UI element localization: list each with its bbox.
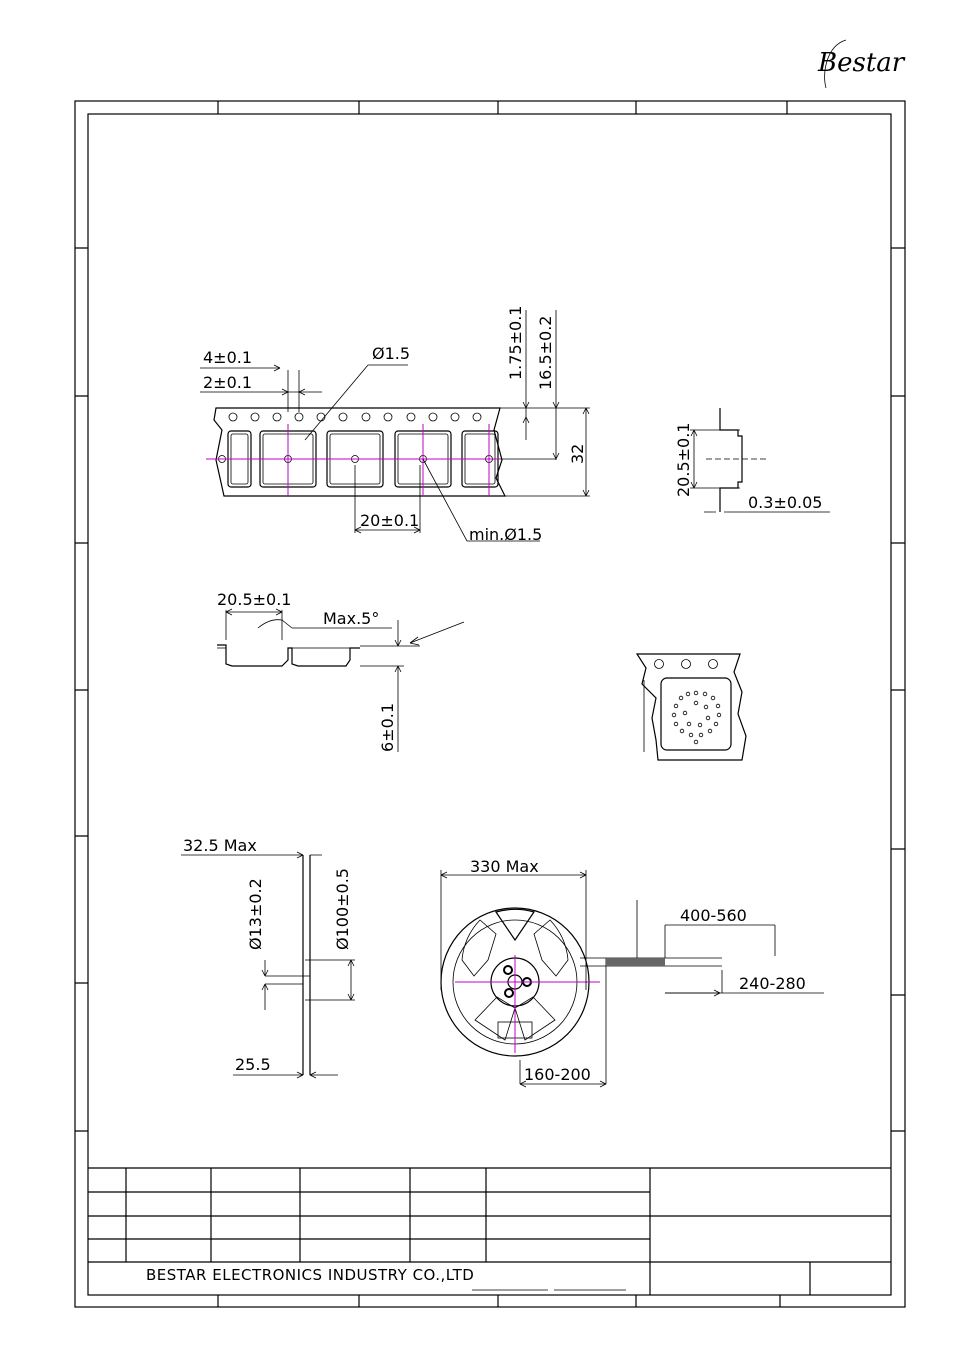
dim-half2: 2±0.1 [203,373,252,392]
title-block: BESTAR ELECTRONICS INDUSTRY CO.,LTD [88,1168,891,1295]
dim-width: 32 [568,444,587,464]
tape-section-view: 20.5±0.1 Max.5° 6±0.1 [217,590,464,752]
dim-empty: 160-200 [524,1065,591,1084]
dim-pitch4: 4±0.1 [203,348,252,367]
dim-angle: Max.5° [323,609,379,628]
reel-side-view: 32.5 Max Ø13±0.2 Ø100±0.5 25.5 [181,836,355,1078]
dim-side-width: 20.5±0.1 [674,423,693,497]
dim-reel-width: 32.5 Max [183,836,257,855]
dim-thickness: 0.3±0.05 [748,493,822,512]
dim-leader: 400-560 [680,906,747,925]
dim-edge: 1.75±0.1 [506,306,525,380]
company-name: BESTAR ELECTRONICS INDUSTRY CO.,LTD [146,1266,474,1284]
dim-inner-width: 25.5 [235,1055,271,1074]
dim-hub-hole: Ø13±0.2 [246,878,265,950]
dim-hub-dia: Ø100±0.5 [333,868,352,950]
pocket-component-view [637,654,746,760]
dim-min-hole: min.Ø1.5 [469,525,542,544]
tape-leader [606,958,665,966]
dim-section-width: 20.5±0.1 [217,590,291,609]
dim-pocket-pitch: 20±0.1 [360,511,419,530]
tape-top-view: 4±0.1 2±0.1 Ø1.5 1.75±0.1 16.5±0.2 32 20… [200,306,590,544]
bestar-logo: Bestar [817,40,906,88]
frame [75,101,905,1307]
dim-hole: Ø1.5 [372,344,410,363]
dim-depth: 6±0.1 [378,703,397,752]
dim-center: 16.5±0.2 [536,316,555,390]
tape-side-view: 20.5±0.1 0.3±0.05 [674,408,830,512]
logo-text: Bestar [817,48,906,78]
sprocket-holes [229,413,481,421]
dim-trailer: 240-280 [739,974,806,993]
dim-reel-diameter: 330 Max [470,857,539,876]
sound-holes [672,691,721,744]
reel-front-view: 330 Max 400-560 240-280 160-200 [441,857,824,1087]
